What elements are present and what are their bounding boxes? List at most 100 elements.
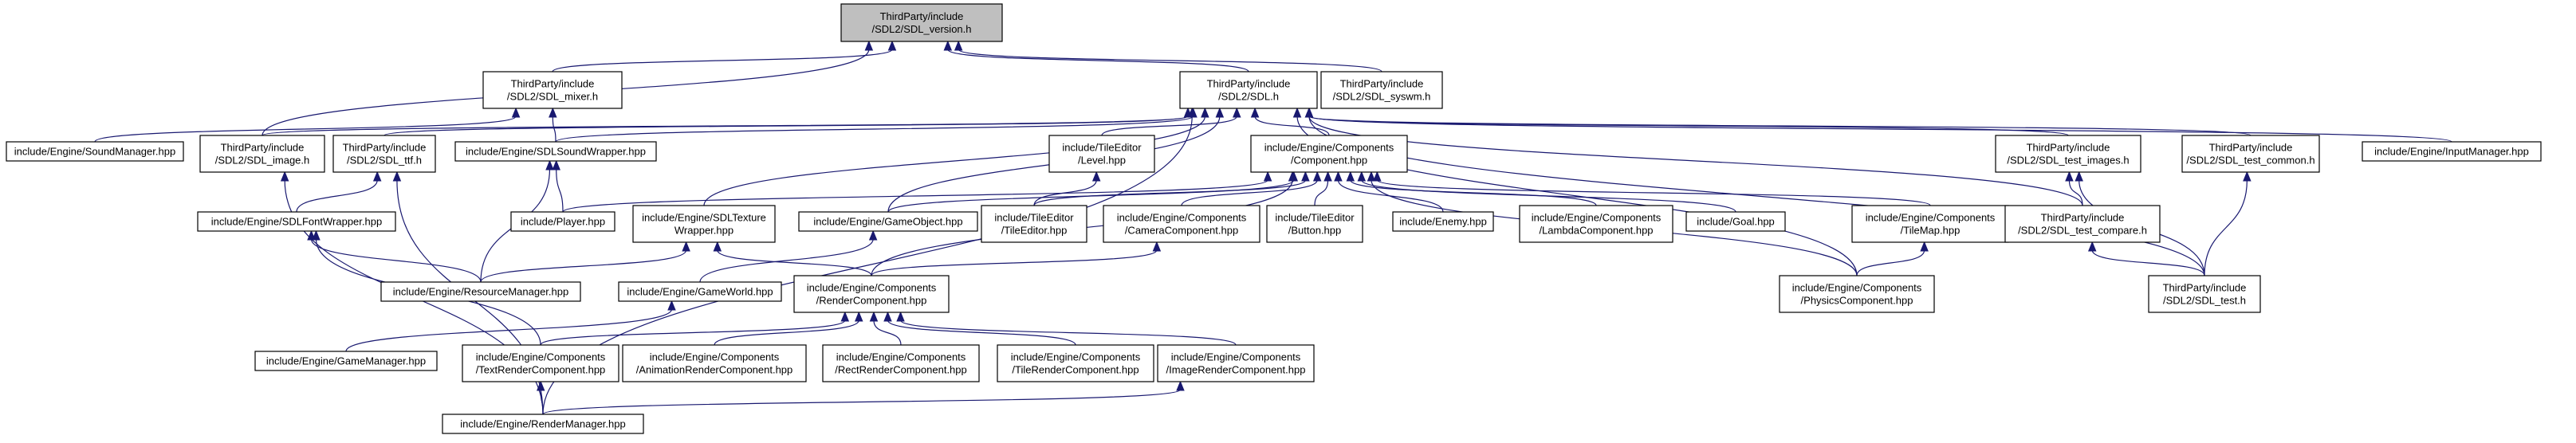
node-box xyxy=(1179,71,1318,109)
node-label-line: /SDL2/SDL_test.h xyxy=(2163,295,2246,307)
arrowhead xyxy=(392,171,402,182)
node-inputmgr[interactable]: include/Engine/InputManager.hpp xyxy=(2362,141,2542,162)
node-version[interactable]: ThirdParty/include/SDL2/SDL_version.h xyxy=(840,3,1003,42)
edge-n_tilerender-to-n_render xyxy=(887,320,1076,346)
node-label-line: ThirdParty/include xyxy=(2041,212,2125,224)
node-box xyxy=(1157,344,1315,382)
node-box xyxy=(197,211,396,232)
arrowhead xyxy=(549,107,557,118)
arrowhead xyxy=(1233,107,1241,118)
arrowhead xyxy=(883,311,892,322)
node-label-line: ThirdParty/include xyxy=(221,142,305,154)
node-label-line: /SDL2/SDL_test_common.h xyxy=(2186,155,2314,167)
node-rectrender[interactable]: include/Engine/Components/RectRenderComp… xyxy=(822,344,980,382)
edge-n_ttf-to-n_sdl xyxy=(383,116,1189,136)
node-label-line: include/Player.hpp xyxy=(521,216,605,228)
arrowhead xyxy=(713,241,722,252)
node-box xyxy=(1851,205,2009,243)
node-label-line: /RectRenderComponent.hpp xyxy=(835,364,967,376)
node-textrender[interactable]: include/Engine/Components/TextRenderComp… xyxy=(462,344,619,382)
arrowhead xyxy=(896,311,905,322)
node-component[interactable]: include/Engine/Components/Component.hpp xyxy=(1250,135,1408,173)
node-tilerender[interactable]: include/Engine/Components/TileRenderComp… xyxy=(997,344,1154,382)
node-rendermgr[interactable]: include/Engine/RenderManager.hpp xyxy=(442,414,644,434)
node-gameworld[interactable]: include/Engine/GameWorld.hpp xyxy=(618,281,782,302)
arrowhead xyxy=(1176,380,1185,391)
node-testimages[interactable]: ThirdParty/include/SDL2/SDL_test_images.… xyxy=(1995,135,2141,173)
edge-n_textrender-to-n_render xyxy=(540,320,846,346)
node-label-line: ThirdParty/include xyxy=(2209,142,2293,154)
node-sdltest[interactable]: ThirdParty/include/SDL2/SDL_test.h xyxy=(2148,275,2261,313)
arrowhead xyxy=(2243,171,2252,182)
node-button[interactable]: include/TileEditor/Button.hpp xyxy=(1266,205,1363,243)
arrowhead xyxy=(280,171,289,182)
node-animrender[interactable]: include/Engine/Components/AnimationRende… xyxy=(622,344,807,382)
node-label-line: /SDL2/SDL_test_images.h xyxy=(2007,155,2129,167)
node-tileeditor[interactable]: include/TileEditor/TileEditor.hpp xyxy=(981,205,1087,243)
node-player[interactable]: include/Player.hpp xyxy=(510,211,615,232)
node-box xyxy=(2004,205,2161,243)
edge-n_sdlsound-to-n_mixer xyxy=(552,116,556,143)
node-goal[interactable]: include/Goal.hpp xyxy=(1685,211,1786,232)
node-mixer[interactable]: ThirdParty/include/SDL2/SDL_mixer.h xyxy=(482,71,623,109)
node-box xyxy=(2148,275,2261,313)
node-box xyxy=(622,344,807,382)
arrowhead xyxy=(312,229,321,241)
edge-n_rendermgr-to-n_textrender xyxy=(540,389,544,415)
node-label-line: include/Engine/Components xyxy=(1171,351,1301,363)
node-box xyxy=(1392,211,1494,232)
node-lambda[interactable]: include/Engine/Components/LambdaComponen… xyxy=(1519,205,1673,243)
node-label-line: include/Engine/Components xyxy=(1532,212,1662,224)
edge-n_syswm-to-n_version xyxy=(958,49,1382,73)
edge-n_testcompare-to-n_testimages xyxy=(2068,179,2083,206)
node-gamemgr[interactable]: include/Engine/GameManager.hpp xyxy=(254,351,438,371)
arrowhead xyxy=(1152,241,1162,252)
node-sdlsound[interactable]: include/Engine/SDLSoundWrapper.hpp xyxy=(454,141,657,162)
node-label-line: ThirdParty/include xyxy=(2163,282,2247,294)
node-box xyxy=(462,344,619,382)
node-syswm[interactable]: ThirdParty/include/SDL2/SDL_syswm.h xyxy=(1320,71,1443,109)
node-label-line: include/Engine/SDLSoundWrapper.hpp xyxy=(466,146,646,158)
node-label-line: include/Engine/ResourceManager.hpp xyxy=(393,286,568,298)
node-image[interactable]: ThirdParty/include/SDL2/SDL_image.h xyxy=(199,135,325,173)
node-label-line: /AnimationRenderComponent.hpp xyxy=(636,364,793,376)
node-testcommon[interactable]: ThirdParty/include/SDL2/SDL_test_common.… xyxy=(2181,135,2320,173)
node-resmgr[interactable]: include/Engine/ResourceManager.hpp xyxy=(380,281,581,302)
node-ttf[interactable]: ThirdParty/include/SDL2/SDL_ttf.h xyxy=(332,135,436,173)
node-tilemap[interactable]: include/Engine/Components/TileMap.hpp xyxy=(1851,205,2009,243)
edge-n_sdl-to-n_version xyxy=(947,49,1249,73)
node-imagerender[interactable]: include/Engine/Components/ImageRenderCom… xyxy=(1157,344,1315,382)
node-box xyxy=(1250,135,1408,173)
node-fontwrap[interactable]: include/Engine/SDLFontWrapper.hpp xyxy=(197,211,396,232)
node-soundmgr[interactable]: include/Engine/SoundManager.hpp xyxy=(6,141,184,162)
arrowhead xyxy=(536,380,545,391)
node-camera[interactable]: include/Engine/Components/CameraComponen… xyxy=(1103,205,1260,243)
node-gameobj[interactable]: include/Engine/GameObject.hpp xyxy=(798,211,978,232)
node-label-line: include/TileEditor xyxy=(1062,142,1142,154)
edge-n_gameworld-to-n_gameobj xyxy=(699,238,874,283)
node-label-line: /SDL2/SDL_mixer.h xyxy=(507,91,598,103)
node-label-line: include/Goal.hpp xyxy=(1697,216,1775,228)
node-label-line: /SDL2/SDL_ttf.h xyxy=(347,155,422,167)
arrowhead xyxy=(2087,241,2097,252)
node-box xyxy=(1779,275,1935,313)
arrowhead xyxy=(1292,107,1302,118)
edge-n_player-to-n_sdlsound xyxy=(556,168,564,213)
edge-n_component-to-n_sdl xyxy=(1254,116,1330,136)
node-sdl[interactable]: ThirdParty/include/SDL2/SDL.h xyxy=(1179,71,1318,109)
node-box xyxy=(822,344,980,382)
node-testcompare[interactable]: ThirdParty/include/SDL2/SDL_test_compare… xyxy=(2004,205,2161,243)
arrowhead xyxy=(2065,171,2074,182)
node-box xyxy=(1266,205,1363,243)
node-level[interactable]: include/TileEditor/Level.hpp xyxy=(1048,135,1155,173)
node-label-line: include/Engine/Components xyxy=(650,351,780,363)
node-physics[interactable]: include/Engine/Components/PhysicsCompone… xyxy=(1779,275,1935,313)
node-enemy[interactable]: include/Enemy.hpp xyxy=(1392,211,1494,232)
arrowhead xyxy=(868,229,878,241)
node-box xyxy=(454,141,657,162)
node-label-line: ThirdParty/include xyxy=(2027,142,2110,154)
arrowhead xyxy=(1304,107,1314,118)
node-box xyxy=(1995,135,2141,173)
node-render[interactable]: include/Engine/Components/RenderComponen… xyxy=(793,275,950,313)
